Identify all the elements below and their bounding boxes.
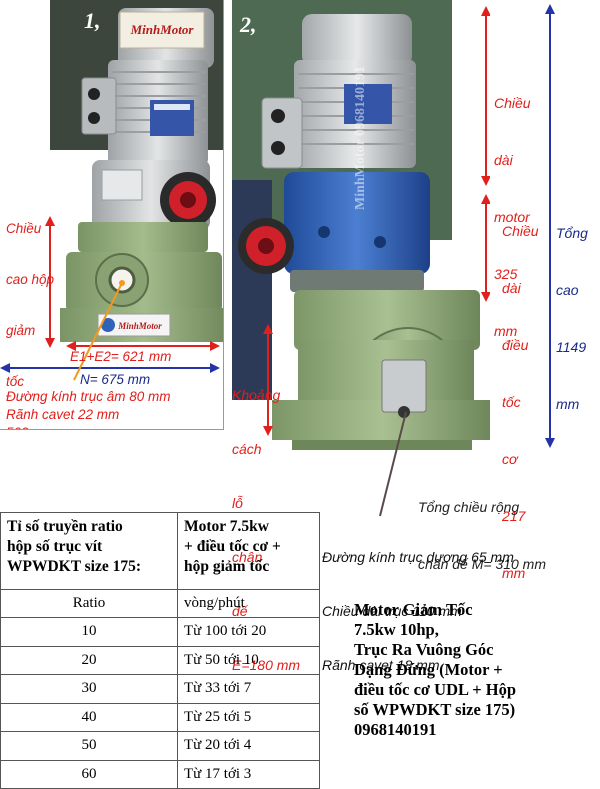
header-ratio-description: Tỉ số truyền ratio hộp số trục vít WPWDK… — [0, 512, 178, 590]
regulator-length-line: cơ — [502, 451, 518, 467]
height-label-line: cao hộp — [6, 272, 55, 287]
base-distance-line: lỗ — [232, 495, 243, 511]
product-title-line: 0968140191 — [354, 720, 437, 739]
base-distance-arrow — [263, 324, 273, 436]
shaft-pointer-2 — [379, 411, 407, 517]
regulator-length-line: dài — [502, 280, 521, 296]
regulator-length-line: mm — [502, 565, 526, 581]
motor-length-label: Chiều dài motor 325 mm — [494, 56, 531, 360]
table-row: 60 Từ 17 tới 3 — [0, 759, 320, 789]
total-height-line: cao — [556, 282, 579, 298]
table-row: 50 Từ 20 tới 4 — [0, 731, 320, 761]
table-row: 30 Từ 33 tới 7 — [0, 674, 320, 704]
hollow-shaft-label: Đường kính trục âm 80 mm — [6, 389, 171, 404]
ratio-cell: 20 — [0, 645, 178, 675]
header-line: Tỉ số truyền ratio — [7, 518, 123, 535]
base-distance-line: Khoảng — [232, 387, 281, 403]
base-distance-line: cách — [232, 441, 262, 457]
product-title-line: Dạng Đứng (Motor + — [354, 660, 503, 679]
ratio-speed-table: Tỉ số truyền ratio hộp số trục vít WPWDK… — [0, 512, 320, 789]
n-arrow — [0, 363, 220, 373]
ratio-cell: 40 — [0, 702, 178, 732]
ratio-cell: 30 — [0, 674, 178, 704]
motor-length-line: dài — [494, 152, 513, 168]
n-label: N= 675 mm — [80, 372, 151, 387]
height-arrow — [45, 216, 55, 348]
motor-length-line: mm — [494, 323, 518, 339]
product-title-line: Trục Ra Vuông Góc — [354, 640, 494, 659]
height-label-line: 502 — [6, 424, 54, 429]
header-line: WPWDKT size 175: — [7, 558, 142, 575]
header-line: + điều tốc cơ + — [184, 538, 281, 555]
regulator-length-line: điều — [502, 337, 529, 353]
gear-motor-illustration-2: MinhMotor 0968140191 — [232, 0, 490, 452]
speed-cell: Từ 33 tới 7 — [177, 674, 320, 704]
ratio-cell: 60 — [0, 759, 178, 789]
speed-cell: Từ 25 tới 5 — [177, 702, 320, 732]
brand-plate-text: MinhMotor — [130, 22, 195, 37]
product-title: Motor Giảm Tốc 7.5kw 10hp, Trục Ra Vuông… — [354, 600, 594, 740]
shaft-pointer — [73, 280, 125, 381]
regulator-length-line: Chiều — [502, 223, 539, 239]
speed-cell: Từ 50 tới 10 — [177, 645, 320, 675]
header-line: hộp số trục vít — [7, 538, 103, 555]
table-row: 40 Từ 25 tới 5 — [0, 702, 320, 732]
photo-number-2: 2, — [240, 12, 257, 37]
motor-length-line: motor — [494, 209, 530, 225]
product-title-line: số WPWDKT size 175) — [354, 700, 516, 719]
product-title-line: 7.5kw 10hp, — [354, 620, 439, 639]
product-photo-1: MinhMotor MinhMotor — [0, 0, 224, 430]
e1e2-label: E1+E2= 621 mm — [70, 349, 172, 364]
total-height-line: mm — [556, 396, 580, 412]
column-ratio: Ratio — [0, 588, 178, 618]
header-line: Motor 7.5kw — [184, 518, 269, 535]
product-title-line: Motor Giảm Tốc — [354, 600, 473, 619]
motor-length-line: 325 — [494, 266, 518, 282]
ratio-cell: 10 — [0, 617, 178, 647]
speed-cell: Từ 17 tới 3 — [177, 759, 320, 789]
column-speed: vòng/phút — [177, 588, 320, 618]
total-height-arrow — [545, 4, 555, 448]
e1e2-arrow — [66, 341, 220, 351]
header-line: hộp giảm tốc — [184, 558, 270, 575]
header-motor-description: Motor 7.5kw + điều tốc cơ + hộp giảm tốc — [177, 512, 320, 590]
table-column-row: Ratio vòng/phút — [0, 588, 320, 618]
regulator-length-line: 217 — [502, 508, 526, 524]
speed-cell: Từ 20 tới 4 — [177, 731, 320, 761]
gearbox-label-text: MinhMotor — [117, 321, 162, 331]
height-label-line: Chiều — [6, 221, 42, 236]
table-header-row: Tỉ số truyền ratio hộp số trục vít WPWDK… — [0, 512, 320, 590]
product-title-line: điều tốc cơ UDL + Hộp — [354, 680, 517, 699]
base-width-label: Tổng chiều rộng chân đế M= 310 mm — [418, 460, 546, 593]
total-height-label: Tổng cao 1149 mm — [556, 186, 588, 433]
watermark-text: MinhMotor 0968140191 — [353, 66, 368, 210]
regulator-length-line: tốc — [502, 394, 521, 410]
shaft-info-label: Đường kính trục dương 65 mm Chiều dài tr… — [322, 512, 514, 692]
gear-motor-illustration-1: MinhMotor MinhMotor — [0, 0, 223, 429]
photo-number-1: 1, — [84, 8, 101, 33]
shaft-info-line: Chiều dài trục 110 mm — [322, 603, 462, 619]
ratio-cell: 50 — [0, 731, 178, 761]
speed-cell: Từ 100 tới 20 — [177, 617, 320, 647]
total-height-line: 1149 — [556, 339, 587, 355]
table-row: 10 Từ 100 tới 20 — [0, 617, 320, 647]
table-row: 20 Từ 50 tới 10 — [0, 645, 320, 675]
motor-length-line: Chiều — [494, 95, 531, 111]
base-width-line: Tổng chiều rộng — [418, 499, 520, 515]
total-height-line: Tổng — [556, 225, 588, 241]
shaft-info-line: Đường kính trục dương 65 mm — [322, 549, 514, 565]
shaft-info-line: Rãnh cavet 18 mm — [322, 657, 440, 673]
base-width-line: chân đế M= 310 mm — [418, 556, 547, 572]
regulator-length-arrow — [481, 194, 490, 302]
height-label-line: tốc — [6, 374, 25, 389]
height-label-line: giảm — [6, 323, 36, 338]
motor-length-arrow — [481, 6, 490, 186]
gearbox-height-label: Chiều cao hộp giảm tốc 502 mm — [6, 186, 55, 429]
key-slot-label: Rãnh cavet 22 mm — [6, 407, 120, 422]
regulator-length-label: Chiều dài điều tốc cơ 217 mm — [502, 184, 539, 602]
product-photo-2: MinhMotor 0968140191 2, — [232, 0, 490, 452]
